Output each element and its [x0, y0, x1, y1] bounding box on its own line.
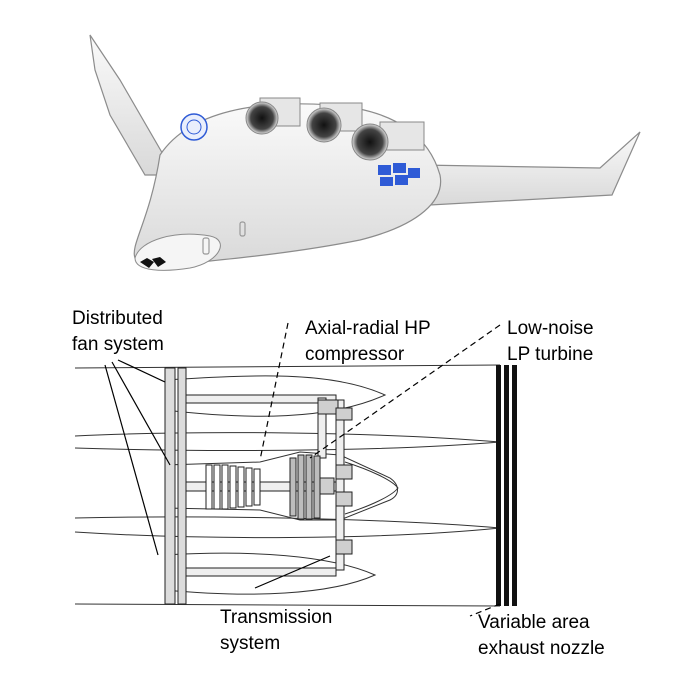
gearbox — [335, 491, 353, 507]
fan-casing — [164, 375, 387, 417]
leader-line — [254, 555, 331, 589]
compressor-stage — [221, 464, 229, 510]
compressor-stage — [205, 464, 213, 510]
nozzle-bar — [504, 365, 509, 606]
gear-shaft — [335, 399, 345, 571]
leader-line — [309, 324, 501, 459]
label-hp-compressor-line2: compressor — [305, 344, 405, 365]
gearbox — [335, 464, 353, 480]
nozzle-bar — [512, 365, 517, 606]
engine-nacelle — [245, 97, 301, 135]
gearbox — [335, 539, 353, 555]
flow-line — [74, 603, 501, 607]
gearbox — [335, 407, 353, 421]
shaft — [185, 567, 337, 577]
fan-casing — [164, 552, 377, 595]
leader-line — [259, 322, 289, 461]
aircraft-illustration — [89, 34, 641, 271]
door — [239, 221, 246, 237]
turbine-stage — [305, 454, 313, 520]
gearbox — [319, 477, 335, 495]
door — [202, 237, 210, 255]
compressor-stage — [245, 467, 253, 507]
turbine-stage — [313, 455, 321, 519]
turbine-stage — [289, 457, 297, 517]
compressor-stage — [253, 468, 261, 506]
label-lp-turbine-line2: LP turbine — [507, 344, 594, 365]
duct — [74, 516, 501, 539]
leader-line — [104, 364, 159, 556]
compressor-stage — [229, 465, 237, 509]
duct — [74, 432, 501, 451]
label-nozzle-line1: Variable area — [478, 612, 590, 633]
left-wing — [89, 34, 177, 176]
logo — [378, 163, 420, 186]
label-hp-compressor-line1: Axial-radial HP — [305, 318, 431, 339]
label-nozzle-line2: exhaust nozzle — [478, 638, 605, 659]
fan-disc — [177, 367, 187, 605]
fan-disc — [164, 367, 176, 605]
core-engine — [164, 451, 398, 521]
leader-line — [469, 603, 501, 617]
cockpit-window — [140, 258, 154, 268]
flow-line — [74, 364, 501, 369]
label-distributed-fan-line1: Distributed — [72, 308, 163, 329]
shaft — [185, 394, 337, 404]
cockpit-window — [152, 257, 166, 267]
compressor-stage — [213, 464, 221, 510]
engine-nacelle — [351, 121, 425, 161]
logo — [180, 113, 208, 141]
core-cone — [344, 461, 399, 515]
turbine-stage — [297, 454, 305, 520]
compressor-stage — [237, 466, 245, 508]
label-transmission-line2: system — [220, 633, 281, 654]
gearbox — [317, 399, 339, 415]
nozzle-bar — [496, 365, 501, 606]
label-lp-turbine-line1: Low-noise — [507, 318, 594, 339]
leader-line — [111, 361, 171, 466]
engine-nacelle — [306, 102, 363, 143]
label-distributed-fan-line2: fan system — [72, 334, 164, 355]
label-transmission-line1: Transmission — [220, 607, 333, 628]
gear-shaft — [317, 397, 327, 459]
leader-line — [117, 359, 166, 383]
